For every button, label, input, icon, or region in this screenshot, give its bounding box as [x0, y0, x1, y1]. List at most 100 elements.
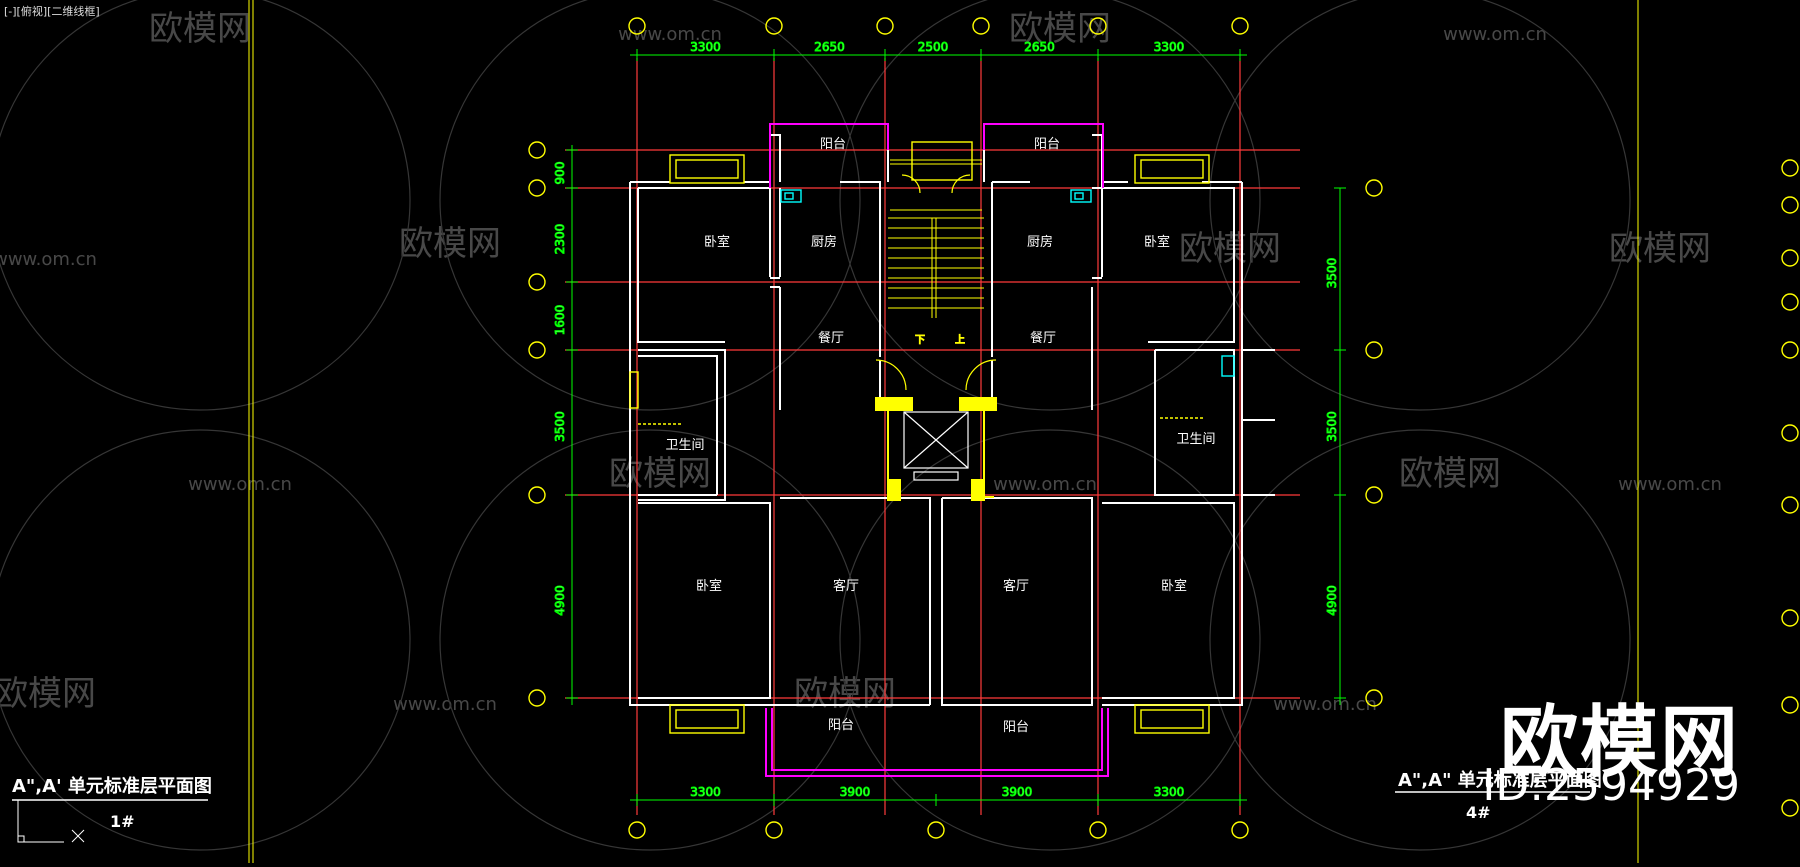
wall-segment	[1091, 187, 1103, 410]
grid-bubble-edge	[1781, 249, 1799, 267]
wall-segment	[770, 497, 931, 706]
title-left-number: 1#	[110, 812, 135, 831]
wall-segment	[638, 355, 718, 496]
watermark-circle	[1209, 0, 1631, 411]
room-label-living: 客厅	[833, 578, 859, 594]
dim-text-left: 2300	[553, 224, 567, 255]
wall-segment	[1102, 502, 1235, 699]
watermark-circle	[839, 0, 1261, 411]
watermark-circle	[0, 0, 411, 411]
wall-segment	[637, 187, 771, 343]
title-right: A",A" 单元标准层平面图	[1398, 769, 1602, 791]
room-label-balcony: 阳台	[1003, 720, 1029, 735]
grid-bubble-edge	[1781, 159, 1799, 177]
brand-watermark-text: 欧模网	[149, 9, 251, 49]
brand-watermark-text: 欧模网	[794, 674, 896, 714]
elevator-car	[903, 411, 969, 481]
room-label-dining: 餐厅	[1030, 330, 1056, 346]
room-label-kitchen: 厨房	[1027, 234, 1053, 250]
grid-bubble-bottom	[765, 821, 783, 839]
dim-text-right: 4900	[1325, 585, 1339, 616]
dim-text-bottom: 3900	[1002, 785, 1033, 799]
grid-bubble-edge	[1781, 341, 1799, 359]
brand-watermark-text: 欧模网	[1179, 229, 1281, 269]
watermark-circle	[439, 429, 861, 851]
drawing-titles: A",A' 单元标准层平面图 1# A",A" 单元标准层平面图 4#	[12, 769, 1602, 831]
room-label-bedroom: 卧室	[1144, 234, 1170, 250]
dim-text-left: 3500	[553, 411, 567, 442]
watermark-circle	[439, 0, 861, 411]
grid-bubble-edge	[1781, 609, 1799, 627]
room-label-bedroom: 卧室	[704, 234, 730, 250]
grid-bubble-left	[528, 141, 546, 159]
room-label-dining: 餐厅	[818, 330, 844, 346]
grid-bubble-bottom	[628, 821, 646, 839]
grid-bubble-top	[1089, 17, 1107, 35]
grid-bubble-bottom	[927, 821, 945, 839]
grid-bubble-right	[1365, 179, 1383, 197]
grid-bubble-top	[628, 17, 646, 35]
dim-text-bottom: 3300	[690, 785, 721, 799]
room-label-balcony: 阳台	[1034, 137, 1060, 152]
watermark-circle	[0, 429, 411, 851]
grid-bubble-right	[1365, 486, 1383, 504]
grid-bubble-top	[972, 17, 990, 35]
wall-segment	[941, 497, 1093, 706]
dim-text-top: 2500	[918, 40, 949, 54]
wall-segment	[1102, 187, 1235, 343]
brand-watermark-text: 欧模网	[1609, 229, 1711, 269]
watermark-circle	[1209, 429, 1631, 851]
frame-lines	[248, 0, 1639, 863]
title-right-number: 4#	[1466, 803, 1491, 822]
watermark-circle	[839, 429, 1261, 851]
grid-bubble-bottom	[1231, 821, 1249, 839]
dim-text-left: 1600	[553, 305, 567, 336]
grid-bubble-edge	[1781, 424, 1799, 442]
viewport-label[interactable]: [-][俯视][二维线框]	[4, 5, 100, 18]
grid-bubble-edge	[1781, 696, 1799, 714]
windows	[629, 141, 1210, 734]
dim-text-top: 3300	[1154, 40, 1185, 54]
url-watermark-text: www.om.cn	[0, 249, 97, 270]
dim-text-top: 2650	[1024, 40, 1055, 54]
url-watermark-text: www.om.cn	[393, 694, 497, 715]
url-watermark-text: www.om.cn	[1273, 694, 1377, 715]
dim-text-top: 3300	[690, 40, 721, 54]
wall-segment	[983, 150, 1030, 398]
grid-bubble-edge	[1781, 799, 1799, 817]
bathroom-lines	[638, 417, 1205, 425]
grid-bubble-left	[528, 273, 546, 291]
elevator	[875, 397, 997, 501]
wall-segment	[840, 150, 889, 398]
grid-bubble-edge	[1781, 196, 1799, 214]
wall-segment	[770, 188, 781, 410]
brand-watermark-text: 欧模网	[0, 674, 96, 714]
stair-up-label: 上	[955, 334, 965, 346]
brand-watermark: 欧模网	[1499, 698, 1740, 788]
grid-bubble-left	[528, 341, 546, 359]
grid-bubble-top	[765, 17, 783, 35]
grid-bubble-right	[1365, 689, 1383, 707]
room-label-balcony: 阳台	[820, 137, 846, 152]
wall-segment	[638, 349, 726, 501]
dim-text-left: 4900	[553, 585, 567, 616]
url-watermark-text: www.om.cn	[188, 474, 292, 495]
ucs-icon	[17, 800, 85, 843]
room-label-balcony: 阳台	[828, 718, 854, 733]
wall-segment	[638, 502, 771, 699]
title-left: A",A' 单元标准层平面图	[12, 775, 212, 797]
stair-down-label: 下	[915, 335, 925, 346]
room-label-bedroom: 卧室	[1161, 578, 1187, 594]
grid-bubble-bottom	[1089, 821, 1107, 839]
fixtures	[780, 189, 1235, 377]
room-label-bedroom: 卧室	[696, 578, 722, 594]
brand-watermark-text: 欧模网	[609, 454, 711, 494]
room-label-bathroom: 卫生间	[665, 438, 704, 453]
grid-bubble-right	[1365, 341, 1383, 359]
dim-text-right: 3500	[1325, 258, 1339, 289]
grid-bubble-left	[528, 689, 546, 707]
model-id-text: ID:2594929	[1482, 760, 1740, 811]
